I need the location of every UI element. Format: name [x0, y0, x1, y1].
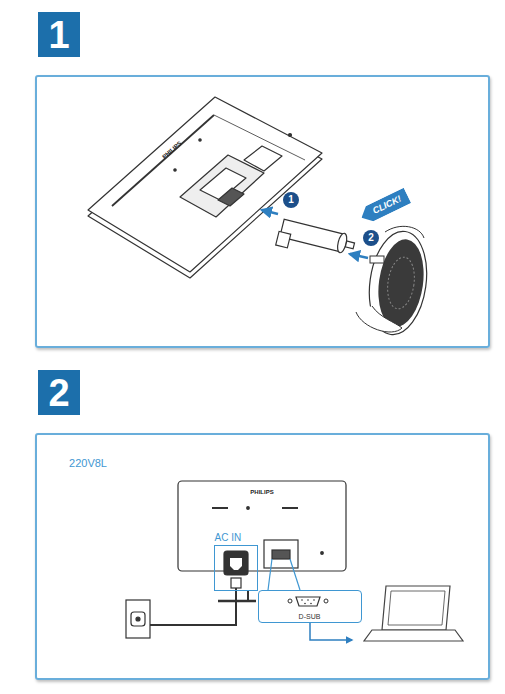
laptop [364, 586, 463, 641]
step-number: 1 [38, 12, 80, 57]
step-number: 2 [38, 370, 80, 415]
callout-number: 2 [368, 233, 374, 243]
dsub-icon [288, 597, 328, 606]
port-label: D-SUB [299, 613, 321, 620]
brand-logo: PHILIPS [250, 489, 273, 495]
click-badge: CLICK! [357, 187, 410, 225]
insert-arrow [262, 210, 278, 214]
ac-in-port: AC IN [214, 545, 258, 591]
step-panel: 2AC IND-SUB [35, 433, 490, 680]
port-label: AC IN [215, 533, 242, 543]
step-panel: 11CLICK!2 [35, 75, 490, 348]
callout-circle: 2 [363, 230, 379, 246]
monitor-back-2 [178, 481, 346, 601]
stand-base [356, 226, 433, 338]
model-name: 220V8L [69, 458, 107, 469]
callout-circle: 1 [283, 192, 299, 208]
port-leader [268, 559, 300, 590]
d-sub-port: D-SUB [258, 590, 362, 623]
insert-arrow [350, 254, 368, 258]
signal-arrow [310, 623, 352, 640]
callout-number: 1 [288, 195, 294, 205]
monitor-back [88, 97, 322, 278]
stand-neck [276, 218, 357, 264]
power-cord [126, 551, 248, 638]
